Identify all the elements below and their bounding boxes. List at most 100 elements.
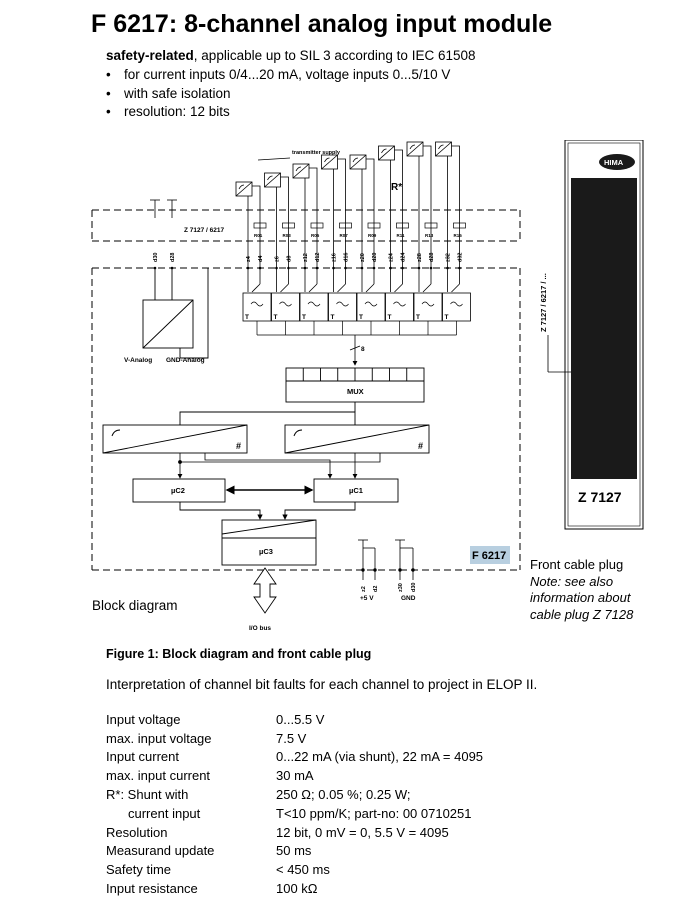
- spec-row: Input resistance 100 kΩ: [106, 879, 483, 898]
- terminal-label: d8: [287, 256, 293, 262]
- spec-value: 12 bit, 0 mV = 0, 5.5 V = 4095: [276, 824, 449, 840]
- terminal-label: z20: [360, 253, 366, 262]
- spec-label: Resolution: [106, 824, 168, 840]
- spec-table: Input voltage 0...5.5 V max. input voltage…: [106, 710, 483, 898]
- terminal-label: z6: [275, 256, 281, 262]
- spec-value: < 450 ms: [276, 862, 330, 878]
- terminal-label: d24: [401, 252, 407, 262]
- spec-value: 250 Ω; 0.05 %; 0.25 W;: [276, 787, 411, 803]
- transmitter-group: [235, 141, 452, 197]
- terminal-label: z28: [417, 253, 423, 262]
- filter-t-label: T: [445, 314, 449, 321]
- uc3-block: [179, 502, 356, 566]
- transmitter-box: [435, 141, 452, 157]
- terminal-label: d32: [458, 253, 464, 262]
- terminal-label: d4: [258, 255, 264, 262]
- hash-mark-right: #: [418, 441, 423, 451]
- feature-item: resolution: 12 bits: [106, 104, 450, 123]
- terminal-label: d2: [373, 586, 379, 592]
- page-title: F 6217: 8-channel analog input module: [91, 10, 553, 38]
- plug-name: Z 7127: [578, 489, 622, 505]
- spec-label: current input: [128, 805, 201, 821]
- uc1-label: µC1: [349, 486, 363, 495]
- spec-value: 50 ms: [276, 843, 312, 859]
- adc-converters: [102, 402, 430, 454]
- z-label: Z 7127 / 6217: [184, 227, 224, 234]
- uc2-label: µC2: [171, 486, 185, 495]
- gnd-analog-label: GND-Analog: [166, 357, 205, 364]
- plug-vertical-label: Z 7127 / 6217 / ...: [539, 273, 548, 332]
- hima-logo: HIMA: [604, 158, 624, 167]
- module-outline: [91, 209, 521, 571]
- terminal-label: d30: [411, 583, 417, 592]
- transmitter-box: [321, 154, 338, 170]
- spec-value: 100 kΩ: [276, 881, 318, 897]
- spec-value: 0...22 mA (via shunt), 22 mA = 4095: [276, 749, 484, 765]
- terminal-label: d28: [170, 253, 176, 262]
- resistor-label: R07: [340, 233, 349, 238]
- spec-label: Input voltage: [106, 711, 181, 727]
- plus5v-label: +5 V: [360, 595, 374, 602]
- transmitter-box: [235, 181, 253, 197]
- v-analog-label: V-Analog: [124, 357, 152, 364]
- filter-t-label: T: [359, 314, 363, 321]
- gnd-label: GND: [401, 595, 416, 602]
- bus-to-mux: [349, 338, 361, 366]
- interpretation-text: Interpretation of channel bit faults for…: [106, 677, 538, 692]
- mux-label: MUX: [347, 387, 364, 396]
- filter-t-label: T: [245, 314, 249, 321]
- spec-value: 30 mA: [276, 768, 314, 784]
- transmitter-box: [378, 145, 395, 161]
- spec-row: Input voltage 0...5.5 V: [106, 710, 483, 729]
- transmitter-supply-label: transmitter supply: [292, 150, 341, 156]
- transmitter-box: [292, 163, 310, 179]
- terminal-label: d28: [429, 253, 435, 262]
- microcontrollers: [132, 478, 399, 503]
- feature-list: for current inputs 0/4...20 mA, voltage …: [106, 67, 450, 123]
- module-code-highlight: [470, 546, 510, 564]
- supply-symbols: [150, 199, 177, 218]
- spec-label: Input resistance: [106, 881, 198, 897]
- spec-row: Resolution 12 bit, 0 mV = 0, 5.5 V = 4095: [106, 823, 483, 842]
- spec-row: Safety time < 450 ms: [106, 860, 483, 879]
- terminal-label: d12: [315, 253, 321, 262]
- spec-value: 7.5 V: [276, 730, 307, 746]
- io-bus-arrow: [253, 567, 277, 614]
- front-cable-plug: [547, 140, 644, 530]
- transmitter-box: [264, 172, 281, 188]
- hash-mark-left: #: [236, 441, 241, 451]
- spec-label: Input current: [106, 749, 179, 765]
- resistor-label: R11: [397, 233, 406, 238]
- module-code: F 6217: [472, 550, 506, 562]
- terminal-label: z12: [303, 253, 309, 262]
- v-analog-converter: [142, 268, 209, 359]
- resistor-label: R13: [425, 233, 434, 238]
- cable-note-line: cable plug Z 7128: [530, 606, 634, 622]
- spec-row: R*: Shunt with 250 Ω; 0.05 %; 0.25 W;: [106, 785, 483, 804]
- bus-count-label: 8: [361, 346, 365, 353]
- terminal-label: z16: [332, 253, 338, 262]
- spec-label: R*: Shunt with: [106, 787, 189, 803]
- front-cable-plug-title: Front cable plug: [530, 557, 624, 572]
- spec-label: Measurand update: [106, 843, 215, 859]
- resistor-label: R05: [311, 233, 320, 238]
- spec-value: 0...5.5 V: [276, 711, 325, 727]
- power-terminals: [358, 539, 415, 580]
- terminal-label: z32: [446, 253, 452, 262]
- filter-t-label: T: [274, 314, 278, 321]
- adc-to-uc-wiring: [177, 453, 381, 479]
- filter-t-label: T: [331, 314, 335, 321]
- terminal-label: z30: [398, 583, 404, 592]
- subtitle-rest: , applicable up to SIL 3 according to IE…: [193, 48, 476, 63]
- spec-label: Safety time: [106, 862, 172, 878]
- figure-caption: Figure 1: Block diagram and front cable …: [106, 647, 372, 661]
- subtitle-bold: safety-related: [106, 48, 194, 63]
- io-bus-label: I/O bus: [249, 625, 271, 632]
- resistor-label: R09: [368, 233, 377, 238]
